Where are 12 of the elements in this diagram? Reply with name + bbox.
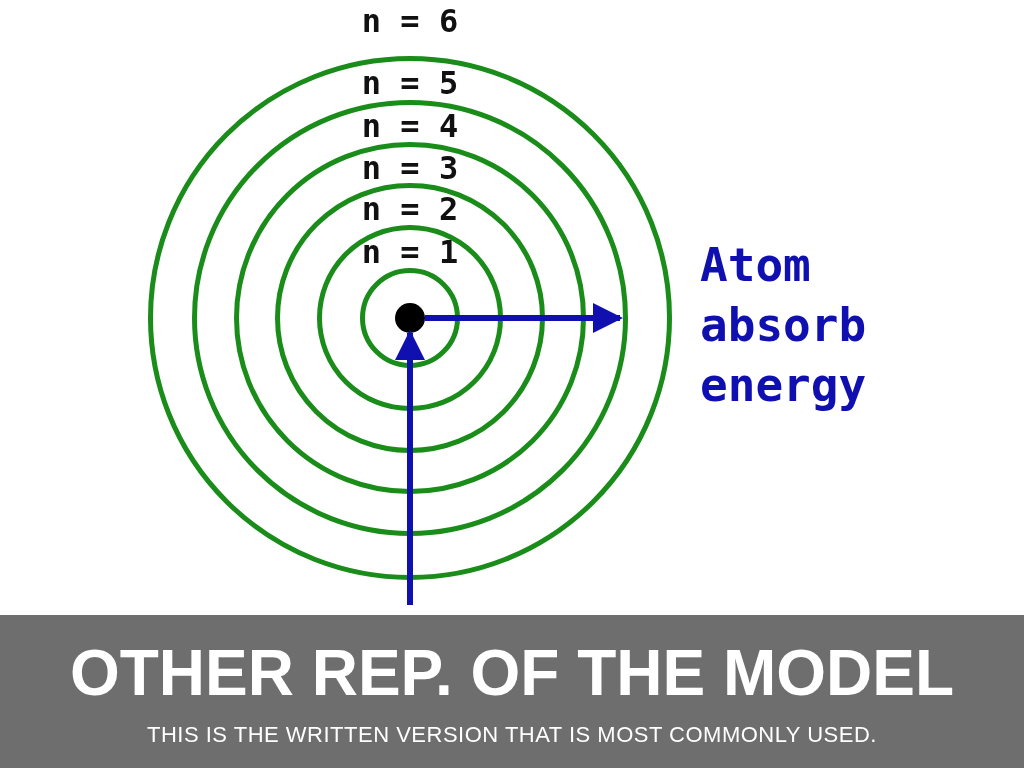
title: OTHER REP. OF THE MODEL bbox=[68, 636, 956, 711]
energy-level-label: n = 2 bbox=[361, 193, 459, 225]
energy-level-label: n = 6 bbox=[361, 5, 459, 37]
energy-level-label: n = 4 bbox=[361, 110, 459, 142]
energy-level-label: n = 3 bbox=[361, 151, 459, 184]
arrow bbox=[395, 330, 425, 605]
energy-level-label: n = 5 bbox=[361, 67, 459, 99]
energy-level-label: n = 1 bbox=[361, 235, 459, 268]
nucleus-dot bbox=[395, 303, 425, 333]
side-note: Atom absorb energy bbox=[700, 237, 868, 414]
caption: THIS IS THE WRITTEN VERSION THAT IS MOST COMMONLY USED. bbox=[146, 722, 878, 748]
arrow bbox=[425, 303, 623, 333]
